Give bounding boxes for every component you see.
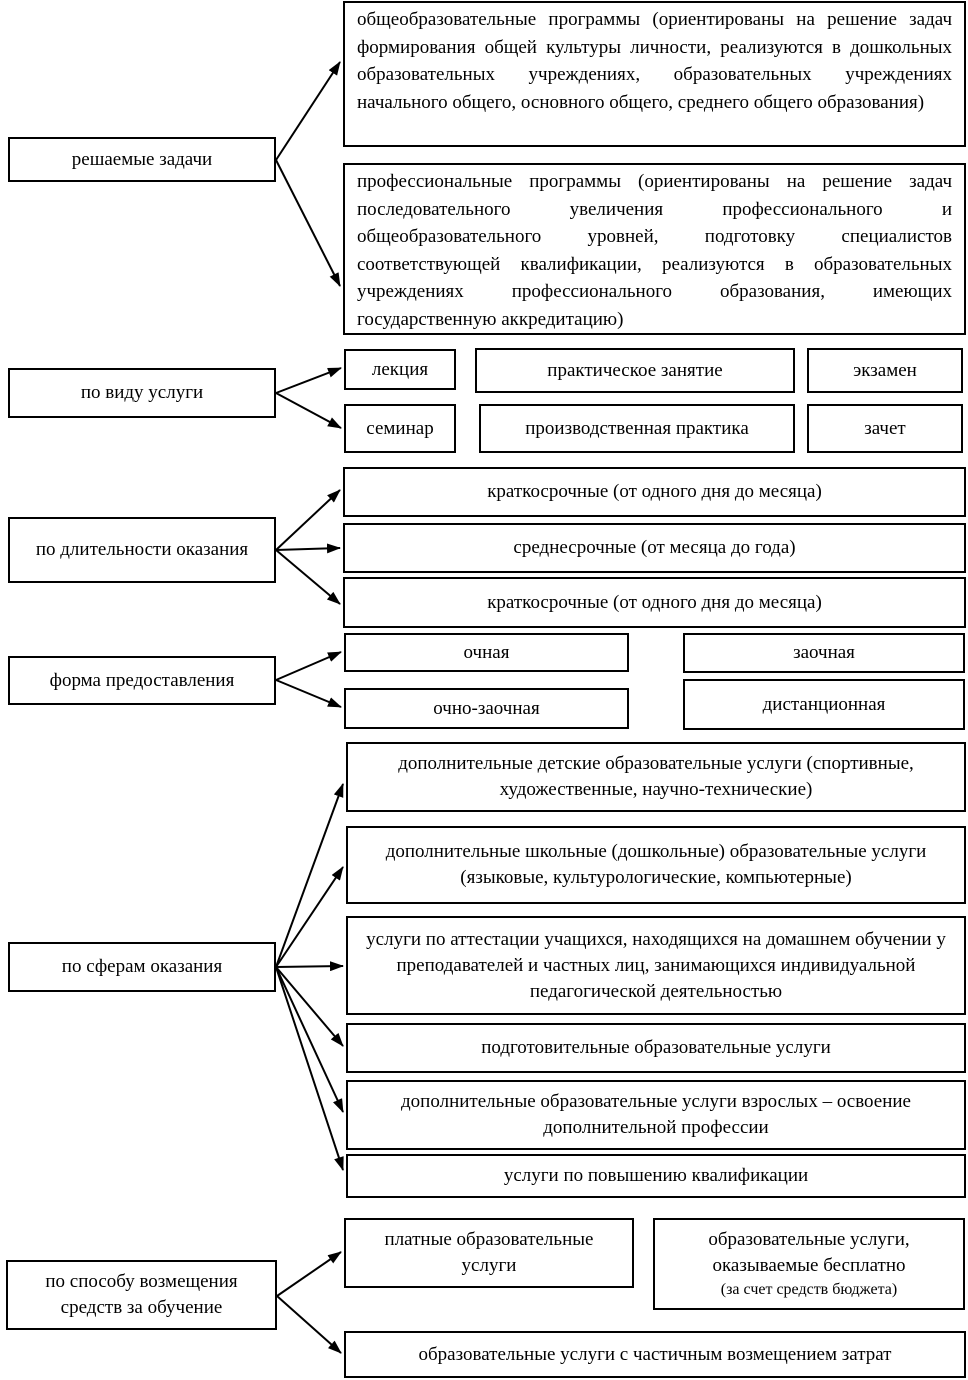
category-box-tasks: решаемые задачи [8,137,276,182]
item-box-qualification-upgrade: услуги по повышению квалификации [346,1154,966,1198]
category-box-duration: по длительности оказания [8,517,276,583]
item-box-exam: экзамен [807,348,963,393]
item-box-credit-test: зачет [807,404,963,453]
item-box-general-programs: общеобразовательные программы (ориентиро… [343,1,966,147]
item-box-paid-services: платные образовательные услуги [344,1218,634,1288]
item-box-seminar: семинар [344,404,456,453]
category-box-spheres: по сферам оказания [8,942,276,992]
category-box-provision-form: форма предоставления [8,656,276,705]
item-box-adult-services: дополнительные образовательные услуги вз… [346,1080,966,1150]
free-services-note: (за счет средств бюджета) [720,1281,898,1298]
item-box-medium-term: среднесрочные (от месяца до года) [343,523,966,573]
item-box-full-time: очная [344,633,629,672]
item-box-practical-lesson: практическое занятие [475,348,795,393]
item-box-distance: дистанционная [683,679,965,730]
item-box-partial-reimbursement: образовательные услуги с частичным возме… [344,1331,966,1378]
item-box-short-term: краткосрочные (от одного дня до месяца) [343,467,966,517]
item-box-lecture: лекция [344,349,456,390]
category-box-service-type: по виду услуги [8,368,276,418]
free-services-text: образовательные услуги, оказываемые бесп… [708,1229,910,1276]
item-box-part-time: заочная [683,633,965,673]
item-box-mixed: очно-заочная [344,688,629,729]
item-box-free-services: образовательные услуги, оказываемые бесп… [653,1218,965,1310]
item-box-school-services: дополнительные школьные (дошкольные) обр… [346,826,966,904]
item-box-children-services: дополнительные детские образовательные у… [346,742,966,812]
category-box-payment-method: по способу возмещения средств за обучени… [6,1260,277,1330]
item-box-professional-programs: профессиональные программы (ориентирован… [343,163,966,335]
item-box-industrial-practice: производственная практика [479,404,795,453]
item-box-short-term-2: краткосрочные (от одного дня до месяца) [343,577,966,628]
item-box-preparatory-services: подготовительные образовательные услуги [346,1023,966,1073]
item-box-attestation-services: услуги по аттестации учащихся, находящих… [346,916,966,1015]
